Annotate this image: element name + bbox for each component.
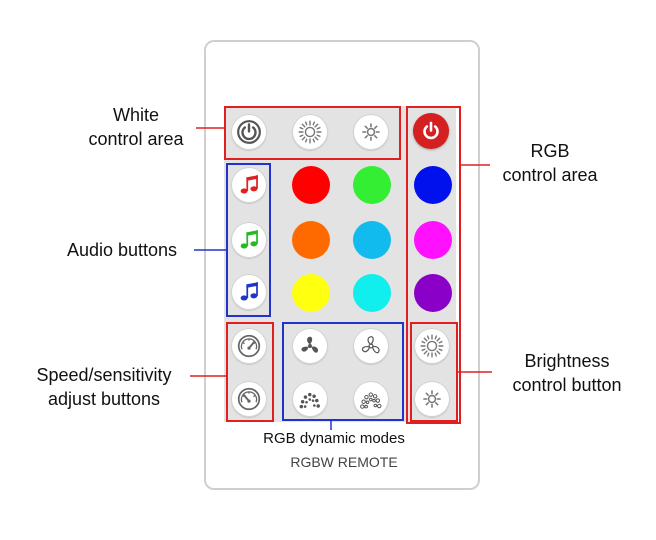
speed-buttons-label-line1: Speed/sensitivity [36, 365, 172, 385]
rgb-control-label: RGB control area [490, 139, 610, 187]
speedometer-up-icon [237, 334, 261, 358]
speed-up-button[interactable] [231, 328, 267, 364]
speed-buttons-label-line2: adjust buttons [47, 389, 161, 409]
color-swatch-button-1[interactable] [292, 166, 330, 204]
audio-button-1[interactable] [231, 167, 267, 203]
dynamic-modes-label: RGB dynamic modes [263, 430, 405, 447]
rgb-control-label-line2: control area [502, 165, 598, 185]
white-control-label: White control area [76, 103, 196, 151]
color-swatch-button-5[interactable] [353, 221, 391, 259]
color-swatch-button-8[interactable] [353, 274, 391, 312]
white-control-area-box [224, 106, 401, 160]
audio-buttons-label: Audio buttons [66, 240, 178, 260]
dynamic-mode-button-2[interactable] [353, 328, 389, 364]
white-power-button[interactable] [231, 114, 267, 150]
power-icon [423, 121, 439, 140]
color-swatch-button-2[interactable] [353, 166, 391, 204]
color-swatch-button-4[interactable] [292, 221, 330, 259]
white-control-label-line2: control area [88, 129, 184, 149]
white-control-label-line1: White [112, 105, 159, 125]
speed-buttons-label: Speed/sensitivity adjust buttons [16, 363, 192, 411]
color-swatch-button-9[interactable] [414, 274, 452, 312]
remote-name: RGBW REMOTE [290, 454, 398, 470]
color-swatch-button-7[interactable] [292, 274, 330, 312]
color-swatch-button-6[interactable] [414, 221, 452, 259]
brightness-buttons-box [410, 322, 458, 422]
rgb-control-area-box [406, 106, 461, 424]
rgb-brightness-down-button[interactable] [414, 381, 450, 417]
audio-buttons-box [226, 163, 271, 317]
brightness-label: Brightness control button [494, 349, 640, 397]
audio-button-2[interactable] [231, 222, 267, 258]
white-brightness-down-button[interactable] [353, 114, 389, 150]
speed-buttons-box [226, 322, 274, 422]
dynamic-mode-button-3[interactable] [292, 381, 328, 417]
dynamic-mode-button-4[interactable] [353, 381, 389, 417]
rgb-control-label-line1: RGB [530, 141, 570, 161]
audio-button-3[interactable] [231, 274, 267, 310]
speedometer-down-icon [237, 387, 261, 411]
dynamic-modes-box [282, 322, 404, 421]
white-brightness-up-button[interactable] [292, 114, 328, 150]
brightness-label-line1: Brightness [524, 351, 610, 371]
rgb-power-button[interactable] [413, 113, 449, 149]
color-swatch-button-3[interactable] [414, 166, 452, 204]
dynamic-mode-button-1[interactable] [292, 328, 328, 364]
speed-down-button[interactable] [231, 381, 267, 417]
rgb-brightness-up-button[interactable] [414, 328, 450, 364]
brightness-label-line2: control button [512, 375, 622, 395]
